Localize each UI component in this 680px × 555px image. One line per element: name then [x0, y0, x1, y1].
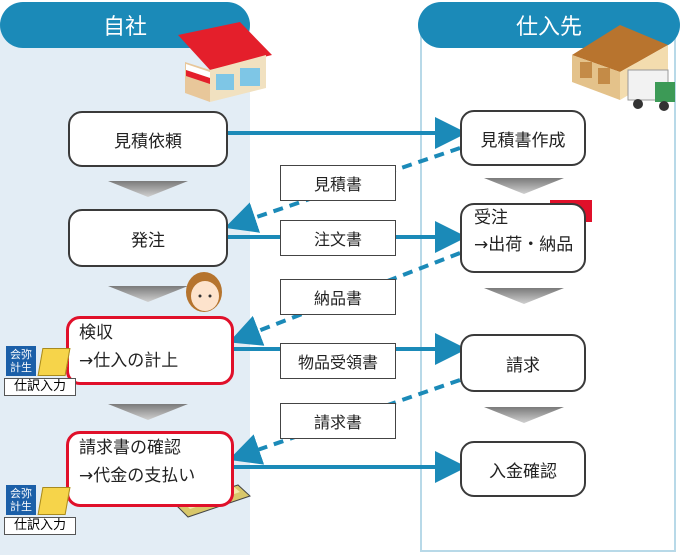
quote-request-label: 見積依頼: [114, 131, 182, 152]
payment-confirmation-label: 入金確認: [489, 461, 557, 482]
company-header-label: 自社: [102, 15, 147, 40]
journal-entry-label: 仕訳入力: [4, 517, 76, 535]
arrow-invoice: [228, 378, 461, 465]
purchase-order-document-label: 注文書: [313, 230, 362, 249]
accounting-entry-badge-2: 会弥 計生 仕訳入力: [4, 485, 76, 537]
order-receipt-label: 受注: [474, 208, 508, 228]
invoice-check-box: 請求書の確認 →代金の支払い: [66, 431, 234, 507]
down-arrow-4: [484, 178, 564, 194]
down-arrow-5: [484, 288, 564, 304]
billing-box: 請求: [460, 334, 586, 392]
accounting-logo-text-2: 計生: [10, 361, 32, 374]
quote-creation-box: 見積書作成: [460, 110, 586, 166]
goods-receipt-document-label: 物品受領書: [297, 353, 378, 372]
invoice-document: 請求書: [280, 403, 396, 439]
quote-request-box: 見積依頼: [68, 111, 228, 167]
arrow-delivery-slip: [228, 251, 461, 346]
notebook-pencil-icon: [37, 348, 71, 376]
payment-label: →代金の支払い: [79, 466, 196, 486]
payment-confirmation-box: 入金確認: [460, 441, 586, 497]
van-icon: [627, 69, 675, 111]
delivery-slip-document-label: 納品書: [313, 289, 362, 308]
notebook-pencil-icon: [37, 487, 71, 515]
inspection-box: 検収 →仕入の計上: [66, 316, 234, 385]
delivery-slip-document: 納品書: [280, 279, 396, 315]
accounting-logo-text-1: 会弥: [10, 487, 32, 500]
down-arrow-3: [108, 404, 188, 420]
purchase-order-document: 注文書: [280, 220, 396, 256]
billing-label: 請求: [506, 355, 540, 376]
supplier-header: 仕入先: [418, 2, 680, 48]
order-receipt-box: 受注 →出荷・納品: [460, 203, 586, 273]
goods-receipt-document: 物品受領書: [280, 343, 396, 379]
order-box: 発注: [68, 209, 228, 267]
quote-creation-label: 見積書作成: [480, 130, 566, 151]
accounting-logo-icon: 会弥 計生: [6, 346, 36, 376]
down-arrow-6: [484, 407, 564, 423]
supplier-header-label: 仕入先: [515, 15, 582, 40]
invoice-check-label: 請求書の確認: [79, 438, 181, 458]
accounting-entry-badge-1: 会弥 計生 仕訳入力: [4, 346, 76, 398]
arrow-quote-return: [224, 146, 461, 233]
quotation-document-label: 見積書: [313, 175, 362, 194]
accounting-logo-text-1: 会弥: [10, 348, 32, 361]
shipping-delivery-label: →出荷・納品: [474, 235, 574, 255]
order-label: 発注: [131, 230, 165, 251]
quotation-document: 見積書: [280, 165, 396, 201]
inspection-label: 検収: [79, 323, 113, 343]
shop-icon: [178, 22, 272, 102]
invoice-document-label: 請求書: [313, 413, 362, 432]
journal-entry-label: 仕訳入力: [4, 378, 76, 396]
down-arrow-1: [108, 181, 188, 197]
purchase-posting-label: →仕入の計上: [79, 351, 179, 371]
accounting-logo-icon: 会弥 計生: [6, 485, 36, 515]
down-arrow-2: [108, 286, 188, 302]
accounting-logo-text-2: 計生: [10, 500, 32, 513]
